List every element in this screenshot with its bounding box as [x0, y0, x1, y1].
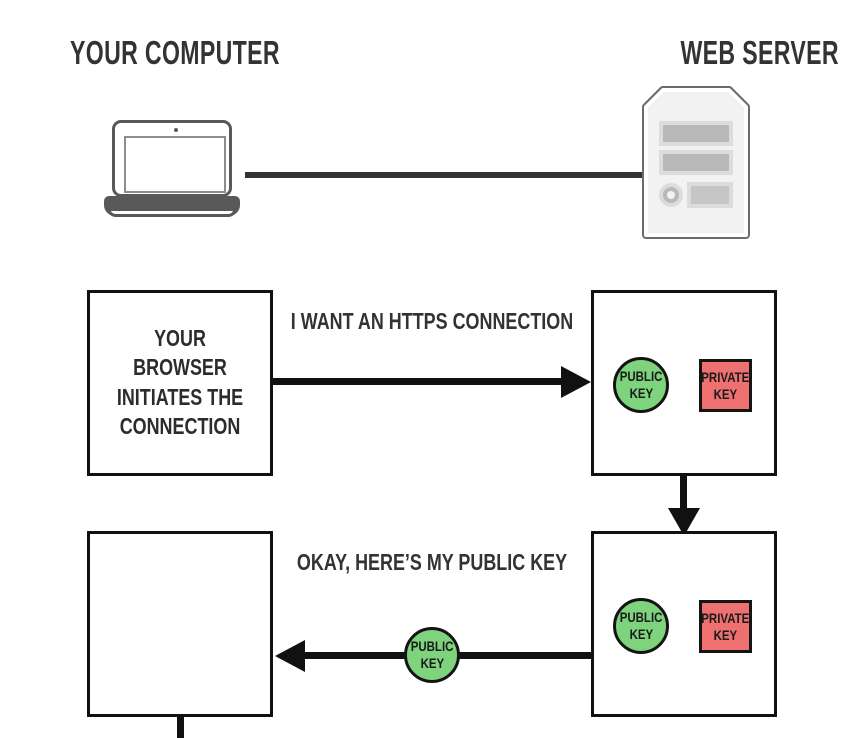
- laptop-screen-icon: [124, 136, 226, 193]
- public-key-label-line2: KEY: [420, 655, 444, 671]
- private-key-label-line1: PRIVATE: [701, 368, 750, 385]
- arrow-request-head-icon: [561, 366, 591, 398]
- caption-https-request: I WANT AN HTTPS CONNECTION: [290, 308, 574, 334]
- box-browser-initiates-text: YOUR BROWSER INITIATES THE CONNECTION: [90, 324, 270, 442]
- private-key-label-line1: PRIVATE: [701, 609, 750, 626]
- public-key-label-line1: PUBLIC: [619, 609, 663, 626]
- box-browser-initiates: YOUR BROWSER INITIATES THE CONNECTION: [87, 290, 273, 476]
- public-key-label-line2: KEY: [629, 626, 653, 642]
- heading-web-server: WEB SERVER: [680, 34, 839, 71]
- public-key-label-line2: KEY: [629, 385, 653, 401]
- box-line-2: INITIATES THE: [116, 384, 244, 410]
- private-key-badge-server-step1: PRIVATE KEY: [699, 359, 752, 412]
- public-key-label-line1: PUBLIC: [619, 368, 663, 385]
- arrow-request-line: [273, 378, 565, 385]
- continuation-line: [177, 717, 184, 738]
- caption-public-key-response: OKAY, HERE’S MY PUBLIC KEY: [296, 549, 568, 575]
- public-key-label-line1: PUBLIC: [410, 638, 454, 655]
- box-line-1: YOUR BROWSER: [133, 325, 227, 381]
- public-key-badge-server-step1: PUBLIC KEY: [613, 357, 669, 413]
- box-line-3: CONNECTION: [119, 413, 241, 440]
- private-key-label-line2: KEY: [713, 385, 738, 402]
- arrow-server-flow-line: [680, 476, 687, 512]
- public-key-badge-in-transit: PUBLIC KEY: [404, 627, 460, 683]
- box-browser-step2: [87, 531, 273, 717]
- network-cable-line: [245, 172, 657, 178]
- private-key-badge-server-step2: PRIVATE KEY: [699, 600, 752, 653]
- public-key-badge-server-step2: PUBLIC KEY: [613, 598, 669, 654]
- laptop-base-icon: [104, 196, 240, 217]
- arrow-response-head-icon: [275, 640, 305, 672]
- server-tower-icon: [641, 85, 751, 240]
- laptop-lid-icon: [112, 120, 232, 197]
- laptop-icon: [104, 120, 256, 220]
- laptop-base-lip-icon: [107, 208, 237, 217]
- private-key-label-line2: KEY: [713, 626, 738, 643]
- heading-your-computer: YOUR COMPUTER: [70, 34, 280, 71]
- laptop-webcam-icon: [174, 128, 178, 132]
